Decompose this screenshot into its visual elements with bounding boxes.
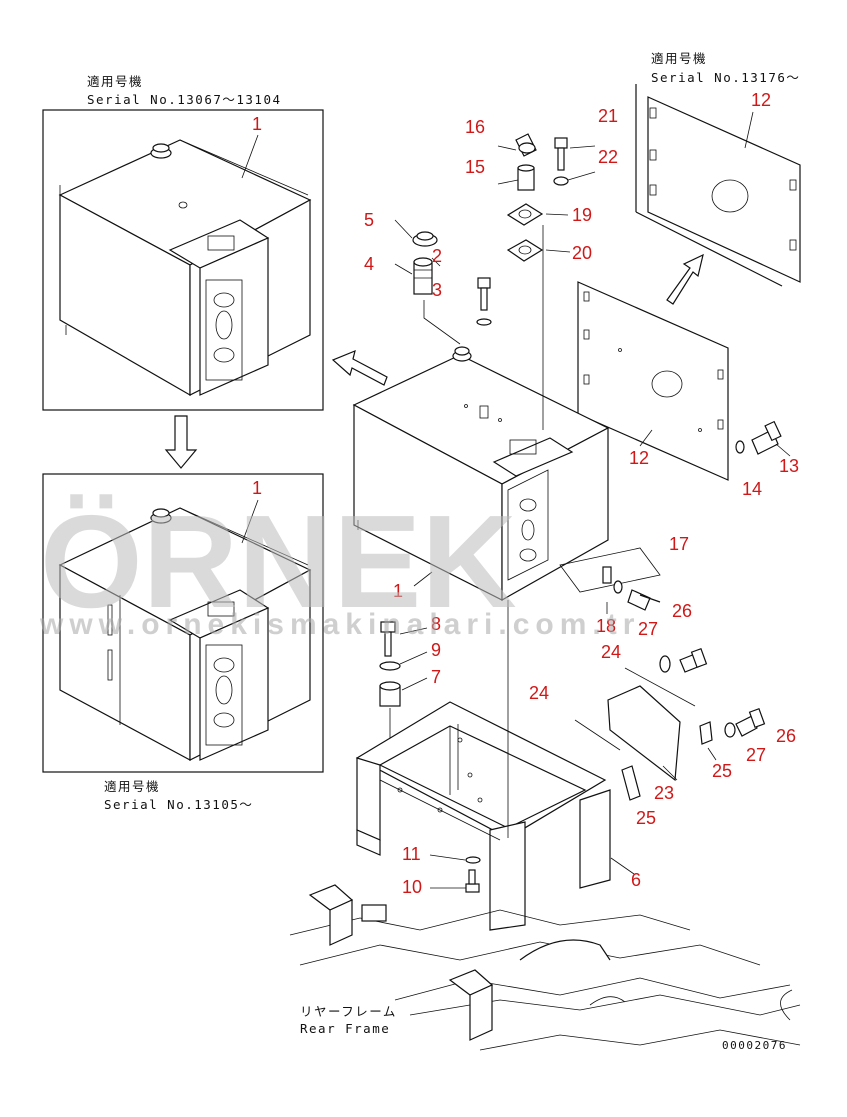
callout-11: 11 [402, 844, 421, 864]
callout-12-top: 12 [751, 90, 771, 110]
callout-19: 19 [572, 205, 592, 225]
callout-27-a: 27 [638, 619, 658, 639]
drawing-number: 00002076 [722, 1039, 787, 1052]
callout-10: 10 [402, 877, 422, 897]
stand-frame [355, 600, 635, 931]
callout-1-box2: 1 [252, 478, 262, 498]
clamp-parts [559, 547, 661, 614]
side-cover-parts [574, 667, 717, 801]
callout-1-main: 1 [393, 581, 403, 601]
callout-3: 3 [432, 280, 442, 300]
inset-top-right [635, 84, 801, 287]
arrow-down-icon [164, 415, 198, 469]
callout-17: 17 [669, 534, 689, 554]
serial-top-right-jp: 適用号機 [651, 51, 707, 66]
callout-1-box1: 1 [252, 114, 262, 134]
plate-12 [577, 281, 729, 481]
inset-top-left [42, 109, 324, 411]
watermark-url: www.ornekismakinalari.com.tr [39, 608, 640, 641]
callout-2: 2 [432, 246, 442, 266]
rear-frame-en: Rear Frame [300, 1021, 390, 1036]
serial-top-left: Serial No.13067～13104 [87, 92, 282, 107]
arrow-up-left-icon [331, 349, 388, 386]
callout-12-mid: 12 [629, 448, 649, 468]
bolt-13 [735, 420, 791, 457]
hydraulic-tank [352, 346, 610, 602]
callout-25-b: 25 [712, 761, 732, 781]
callout-7: 7 [431, 667, 441, 687]
callout-8: 8 [431, 614, 441, 634]
bolt-26-lower [724, 708, 766, 738]
serial-top-right: Serial No.13176～ [651, 70, 800, 85]
rear-frame [289, 884, 801, 1051]
watermark-brand: ÖRNEK [40, 488, 517, 635]
callout-4: 4 [364, 254, 374, 274]
callout-9: 9 [431, 640, 441, 660]
callout-21: 21 [598, 106, 618, 126]
arrow-up-right-icon [666, 253, 704, 305]
bolt-3 [476, 277, 492, 326]
callout-24-b: 24 [529, 683, 549, 703]
callout-18: 18 [596, 616, 616, 636]
callout-26-a: 26 [672, 601, 692, 621]
serial-bottom-left-jp: 適用号機 [104, 779, 160, 794]
inset-bottom-left [42, 473, 324, 773]
callout-14: 14 [742, 479, 762, 499]
callout-26-b: 26 [776, 726, 796, 746]
rear-frame-jp: リヤーフレーム [300, 1004, 397, 1019]
callout-20: 20 [572, 243, 592, 263]
callout-25-a: 25 [636, 808, 656, 828]
foot-bolt-parts [429, 854, 481, 893]
cap-parts [394, 219, 461, 345]
breather-parts [497, 133, 596, 430]
callout-5: 5 [364, 210, 374, 230]
bolt-26-upper [659, 648, 708, 673]
serial-top-left-jp: 適用号機 [87, 74, 143, 89]
callout-27-b: 27 [746, 745, 766, 765]
callout-15: 15 [465, 157, 485, 177]
callout-16: 16 [465, 117, 485, 137]
callout-22: 22 [598, 147, 618, 167]
callout-24-a: 24 [601, 642, 621, 662]
callout-6: 6 [631, 870, 641, 890]
callout-23: 23 [654, 783, 674, 803]
callout-13: 13 [779, 456, 799, 476]
serial-bottom-left: Serial No.13105～ [104, 797, 253, 812]
